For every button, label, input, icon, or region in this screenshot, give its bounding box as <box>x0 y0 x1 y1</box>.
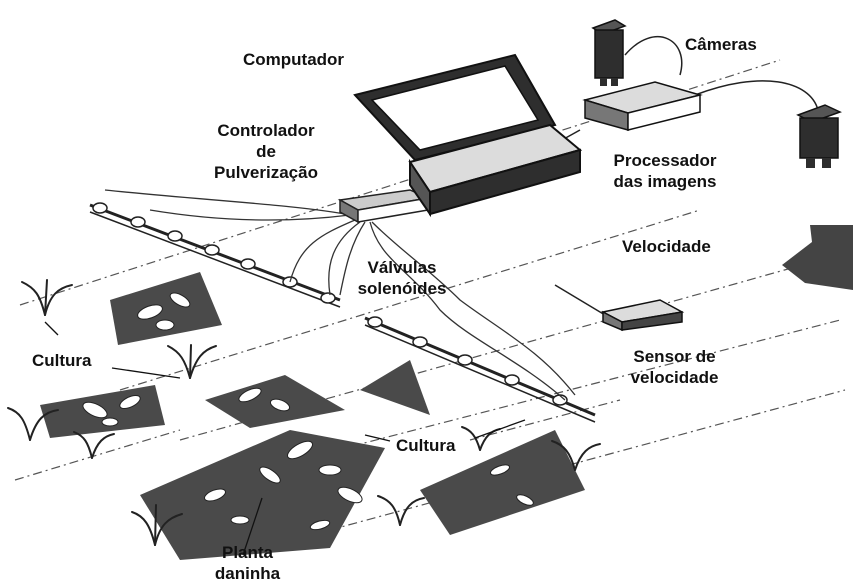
label-spray-controller-line1: Controlador <box>217 121 315 140</box>
speed-sensor-box <box>600 299 685 332</box>
leader-lines <box>44 321 526 556</box>
label-speed-sensor-line1: Sensor de <box>633 347 716 366</box>
label-weed: Planta daninha <box>205 542 290 582</box>
label-image-processor: Processador das imagens <box>600 150 730 192</box>
label-solenoid-valves-line2: solenóides <box>357 279 447 298</box>
weed-patch-1 <box>110 272 222 345</box>
label-speed-sensor: Sensor de velocidade <box>612 346 737 388</box>
label-crop-left: Cultura <box>32 351 92 370</box>
label-computer: Computador <box>243 50 345 69</box>
label-image-processor-line1: Processador <box>613 151 717 170</box>
label-solenoid-valves-line1: Válvulas <box>367 258 437 277</box>
label-weed-line2: daninha <box>214 564 281 582</box>
label-crop-center: Cultura <box>396 436 456 455</box>
label-solenoid-valves: Válvulas solenóides <box>352 257 452 299</box>
label-image-processor-line2: das imagens <box>613 172 717 191</box>
spray-controller-box <box>337 189 431 224</box>
spray-boom-2 <box>364 316 596 423</box>
label-spray-controller-line3: Pulverização <box>214 163 318 182</box>
weed-patch-4 <box>360 360 430 415</box>
spray-boom-1 <box>89 202 341 308</box>
camera-1 <box>591 19 627 86</box>
direction-arrow <box>782 225 853 290</box>
weed-patches <box>40 272 585 560</box>
label-speed: Velocidade <box>622 237 711 256</box>
valve-hoses <box>104 189 576 401</box>
label-cameras: Câmeras <box>685 35 757 54</box>
label-speed-sensor-line2: velocidade <box>630 368 719 387</box>
laptop-computer <box>353 53 583 218</box>
weed-patch-6 <box>420 430 585 535</box>
label-spray-controller-line2: de <box>256 142 276 161</box>
label-weed-line1: Planta <box>221 543 274 562</box>
image-processor-box <box>582 81 703 131</box>
label-spray-controller: Controlador de Pulverização <box>200 120 332 183</box>
camera-2 <box>796 104 842 168</box>
crop-plants <box>7 279 601 546</box>
weed-leaves <box>82 292 534 531</box>
